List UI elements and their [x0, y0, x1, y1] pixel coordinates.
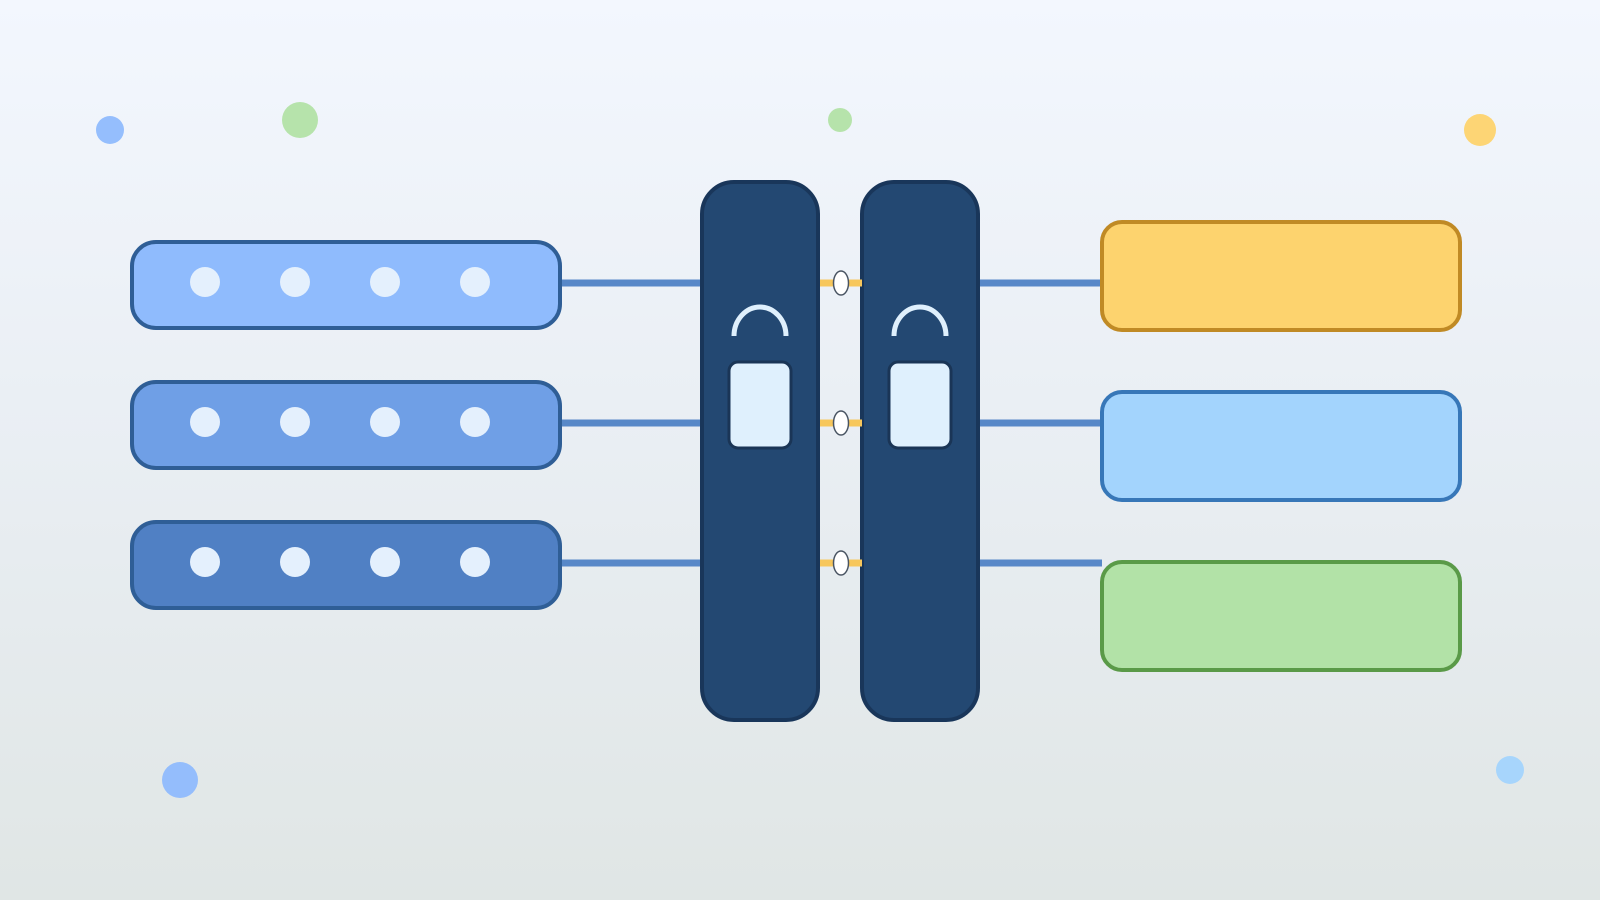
- source-bar-dot: [280, 547, 310, 577]
- gateway-tower: [700, 180, 820, 722]
- source-bar-dot: [280, 267, 310, 297]
- background-particle: [1464, 114, 1496, 146]
- source-bar-dot: [460, 407, 490, 437]
- background-particle: [1496, 756, 1524, 784]
- source-bar-dot: [370, 267, 400, 297]
- source-bar-body: [130, 240, 562, 330]
- source-bar-dot: [370, 547, 400, 577]
- padlock-shackle: [731, 304, 789, 337]
- padlock-body: [727, 360, 793, 450]
- chain-link-icon: [820, 550, 862, 576]
- source-bar: [130, 520, 562, 610]
- padlock-icon: [887, 304, 953, 450]
- gateway-tower-body: [860, 180, 980, 722]
- connector-group: [558, 279, 1102, 567]
- source-bar-dot: [190, 407, 220, 437]
- link-node: [832, 550, 850, 576]
- background-particle: [162, 762, 198, 798]
- background-particle: [96, 116, 124, 144]
- chain-link-icon: [820, 270, 862, 296]
- link-node: [832, 270, 850, 296]
- target-box: [1100, 560, 1462, 672]
- source-bar-dot: [190, 267, 220, 297]
- source-bar-dot: [460, 267, 490, 297]
- padlock-icon: [727, 304, 793, 450]
- source-bar-body: [130, 380, 562, 470]
- target-box: [1100, 220, 1462, 332]
- chain-link-icon: [820, 410, 862, 436]
- source-bar-dot: [460, 547, 490, 577]
- target-box: [1100, 390, 1462, 502]
- gateway-tower-body: [700, 180, 820, 722]
- padlock-shackle: [891, 304, 949, 337]
- source-bar-body: [130, 520, 562, 610]
- source-bar-dot: [370, 407, 400, 437]
- background-particle: [828, 108, 852, 132]
- source-bar-dot: [280, 407, 310, 437]
- gateway-tower: [860, 180, 980, 722]
- source-bar: [130, 240, 562, 330]
- source-bar: [130, 380, 562, 470]
- background-particle: [282, 102, 318, 138]
- padlock-body: [887, 360, 953, 450]
- link-node: [832, 410, 850, 436]
- source-bar-dot: [190, 547, 220, 577]
